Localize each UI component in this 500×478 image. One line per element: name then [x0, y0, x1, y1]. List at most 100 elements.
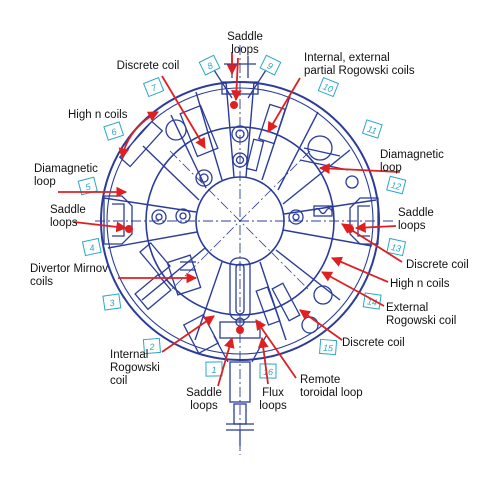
label-high-n-left: High n coils — [68, 109, 128, 121]
label-line: Discrete coil — [342, 337, 405, 349]
label-line: loops — [231, 44, 259, 56]
high-n-range-arrow — [118, 111, 159, 160]
port-number-text: 14 — [366, 296, 377, 307]
label-line: loops — [259, 400, 287, 412]
leader-arrow — [73, 221, 128, 233]
label-line: External — [386, 302, 428, 314]
leader-arrow — [257, 336, 269, 385]
port-number-text: 4 — [89, 243, 96, 254]
label-line: Saddle — [398, 207, 434, 219]
port-number-text: 6 — [110, 126, 118, 137]
port-number-14: 14 — [362, 292, 382, 310]
port-number-12: 12 — [386, 175, 407, 195]
leader-arrow — [161, 75, 206, 149]
label-discrete-bottom: Discrete coil — [342, 337, 405, 349]
port-number-text: 1 — [211, 365, 216, 375]
label-discrete-top: Discrete coil — [117, 60, 180, 72]
leader-arrow — [341, 223, 403, 263]
label-line: loop — [380, 162, 402, 174]
port-number-1: 1 — [205, 361, 223, 377]
port-number-text: 16 — [263, 367, 273, 377]
leader-arrow — [318, 163, 401, 174]
label-line: loops — [398, 220, 426, 232]
bottom-port-assembly — [213, 257, 301, 446]
leader-arrow — [321, 271, 385, 307]
label-discrete-right: Discrete coil — [406, 259, 469, 271]
port-number-text: 5 — [84, 181, 92, 192]
label-line: loops — [190, 400, 218, 412]
label-line: Saddle — [227, 31, 263, 43]
port-number-text: 11 — [366, 124, 378, 136]
label-line: Remote — [300, 374, 340, 386]
label-line: High n coils — [68, 109, 128, 121]
port-number-text: 3 — [109, 298, 115, 309]
port-number-10: 10 — [317, 76, 340, 98]
label-line: coil — [110, 375, 127, 387]
port-number-16: 16 — [259, 363, 277, 379]
leader-arrow — [217, 336, 235, 387]
port-number-text: 13 — [390, 242, 402, 254]
leader-arrow — [255, 319, 297, 379]
port-number-text: 8 — [206, 60, 215, 71]
label-line: Saddle — [50, 204, 86, 216]
port-number-15: 15 — [319, 338, 338, 356]
port-number-text: 7 — [150, 82, 159, 94]
port-number-9: 9 — [259, 54, 282, 76]
label-line: toroidal loop — [300, 387, 363, 399]
port-number-text: 2 — [148, 342, 155, 352]
label-line: High n coils — [390, 278, 450, 290]
port-number-3: 3 — [102, 293, 122, 311]
leader-arrow — [299, 309, 343, 341]
port-number-2: 2 — [142, 337, 161, 355]
leader-arrow — [331, 256, 389, 283]
port-number-text: 9 — [266, 60, 275, 71]
label-line: Diamagnetic — [34, 163, 98, 175]
leader-arrow — [161, 315, 215, 353]
left-port-assembly — [103, 120, 171, 276]
label-high-n-right: High n coils — [390, 278, 450, 290]
label-line: Flux — [262, 387, 284, 399]
label-line: loop — [34, 176, 56, 188]
port-number-13: 13 — [386, 237, 407, 257]
port-number-text: 12 — [390, 180, 402, 192]
label-line: Divertor Mirnov — [30, 263, 108, 275]
leader-arrow — [231, 57, 242, 102]
label-line: loops — [50, 217, 78, 229]
port-number-11: 11 — [361, 119, 383, 139]
label-line: Discrete coil — [406, 259, 469, 271]
port-number-7: 7 — [142, 76, 165, 98]
label-line: Diamagnetic — [380, 149, 444, 161]
port-number-text: 15 — [323, 343, 335, 354]
label-line: Saddle — [186, 387, 222, 399]
leader-arrow — [354, 222, 397, 233]
label-line: partial Rogowski coils — [304, 65, 415, 77]
port-number-8: 8 — [198, 54, 221, 76]
label-line: Internal — [110, 349, 148, 361]
port-number-4: 4 — [81, 237, 102, 257]
port-number-6: 6 — [103, 121, 125, 141]
label-line: Internal, external — [304, 52, 390, 64]
leader-arrows — [58, 52, 403, 387]
label-line: Rogowski — [110, 362, 160, 374]
label-line: Discrete coil — [117, 60, 180, 72]
label-line: Rogowski coil — [386, 315, 456, 327]
port-flanges — [151, 119, 359, 334]
port-number-text: 10 — [321, 82, 334, 95]
label-line: coils — [30, 276, 53, 288]
